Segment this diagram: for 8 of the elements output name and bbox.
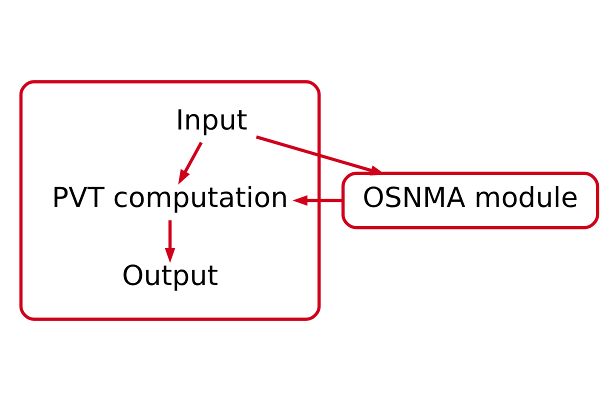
node-text: PVT computation — [52, 181, 288, 214]
node-text: Input — [176, 103, 248, 136]
arrow — [178, 142, 203, 185]
node-text: Output — [122, 258, 218, 292]
arrow — [164, 220, 176, 263]
arrow — [292, 195, 343, 206]
node-box: OSNMA module — [341, 172, 600, 230]
cluster — [19, 80, 321, 321]
